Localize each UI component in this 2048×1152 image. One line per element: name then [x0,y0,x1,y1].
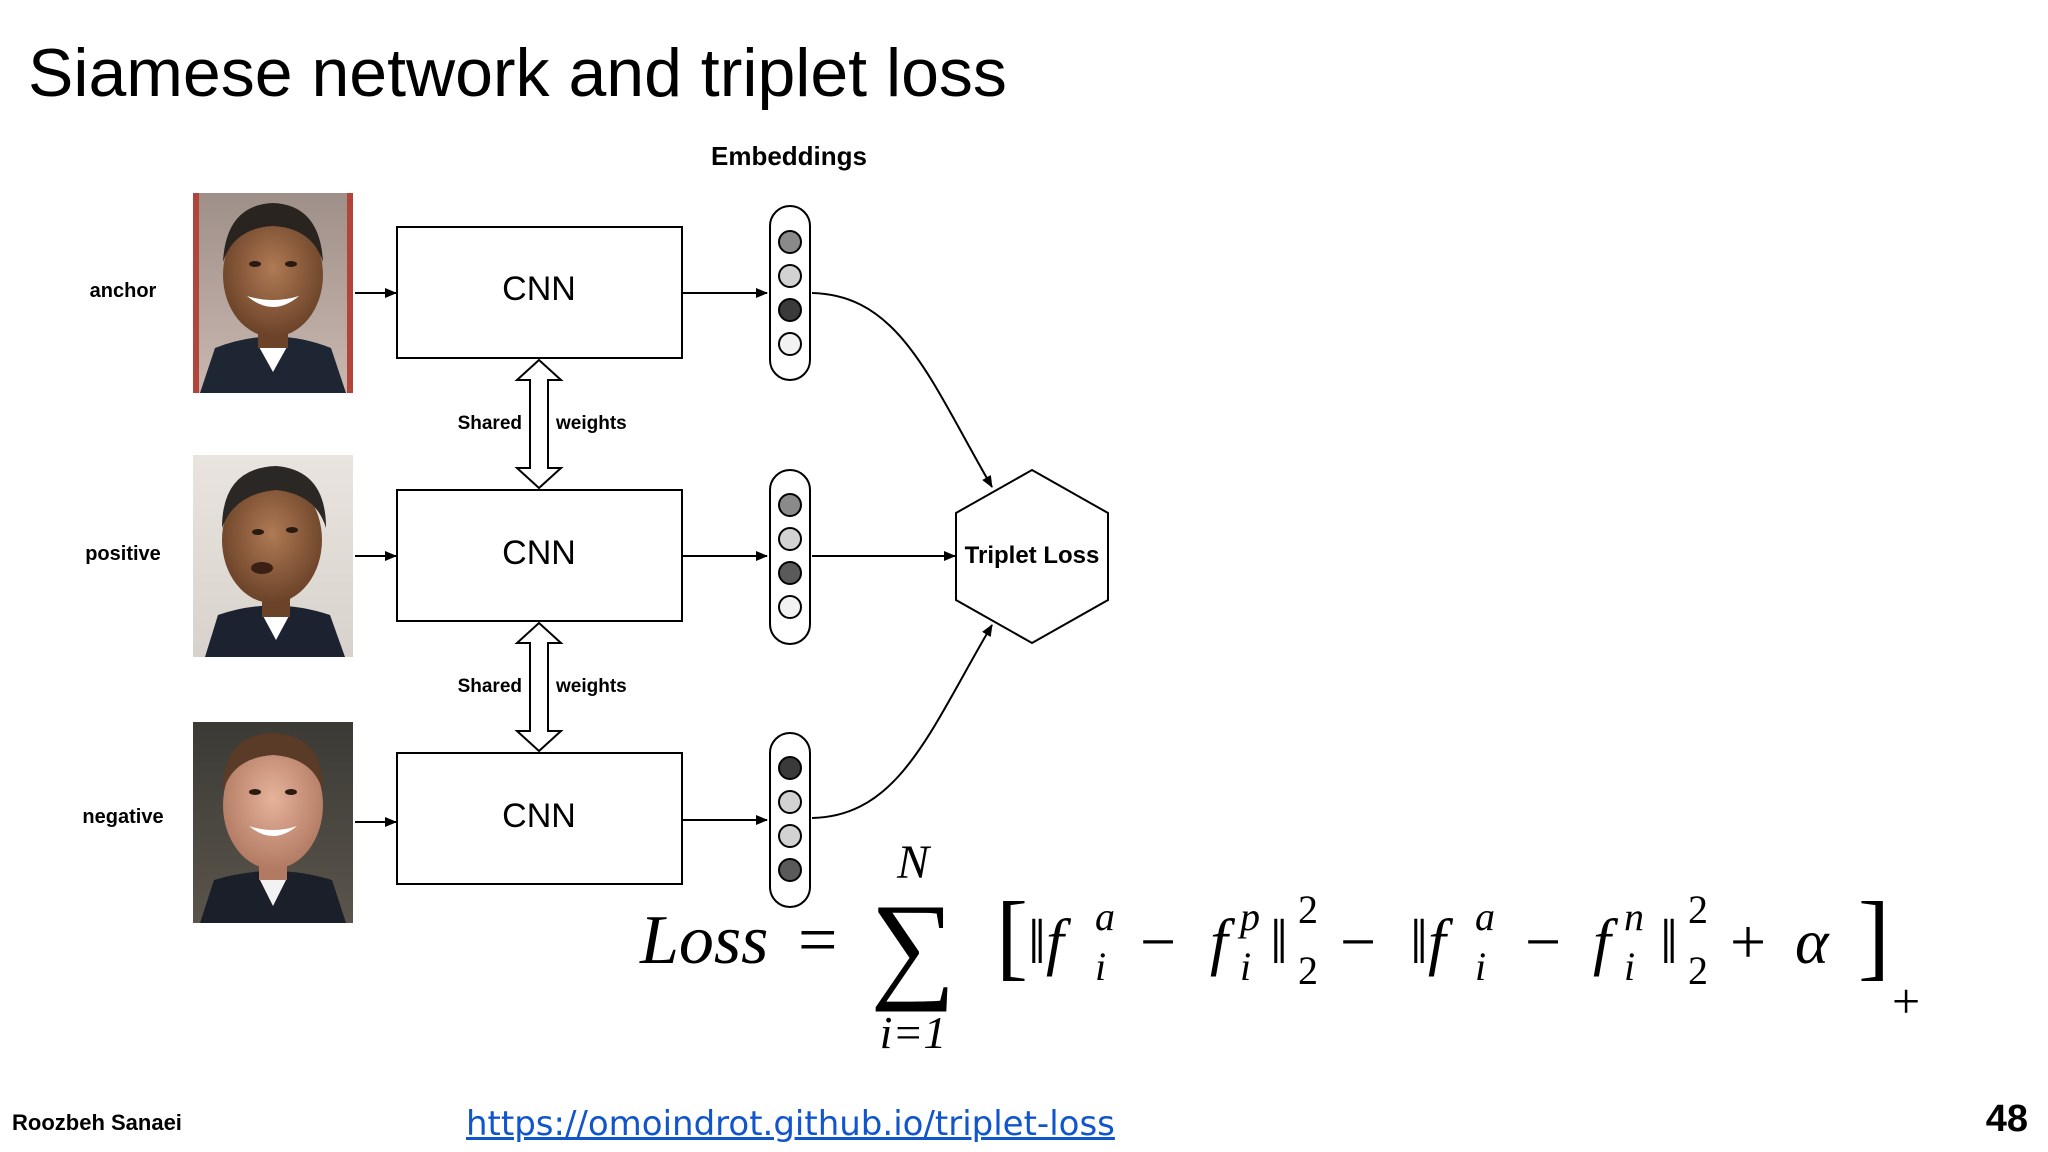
row-label-positive: positive [85,543,161,565]
embedding-dot [778,756,802,780]
formula-script: i [1095,944,1106,989]
formula-term: ‖ [1270,906,1288,977]
embeddings-title: Embeddings [711,141,867,171]
sum-upper-bound: N [896,838,932,889]
triplet-loss-formula: Loss = N ∑ i=1 [ ‖f a i − f p i ‖ 2 2 − … [639,838,1920,1058]
formula-equals: = [798,902,837,979]
formula-body: ] [1858,882,1890,989]
formula-term: f [1210,906,1236,977]
sum-lower-bound: i=1 [880,1007,947,1058]
formula-script: n [1624,894,1644,939]
formula-term: f [1593,906,1619,977]
formula-script: 2 [1298,948,1318,993]
triplet-loss-node: Triplet Loss [955,468,1109,645]
embedding-dot [778,824,802,848]
sum-symbol: ∑ [870,879,956,1012]
embedding-vector-positive [769,469,811,645]
formula-plus-subscript: + [1892,973,1920,1029]
formula-term: ‖f [1028,906,1072,977]
embedding-dot [778,595,802,619]
positive-photo [193,455,353,657]
embedding-dot [778,332,802,356]
embedding-vector-anchor [769,205,811,381]
negative-to-loss-arrow [811,624,993,819]
formula-term: ‖f [1410,906,1454,977]
cnn-box-negative: CNN [396,752,683,885]
embedding-dot [778,527,802,551]
formula-term: ‖ [1660,906,1678,977]
embedding-dot [778,230,802,254]
formula-script: i [1240,944,1251,989]
shared-weights-arrow [514,621,564,753]
footer-author: Roozbeh Sanaei [12,1110,182,1135]
formula-script: i [1624,944,1635,989]
formula-alpha: α [1795,906,1830,977]
formula-operator: − [1525,906,1561,977]
formula-operator: − [1340,906,1376,977]
formula-script: 2 [1688,948,1708,993]
embedding-dot [778,298,802,322]
formula-script: i [1475,944,1486,989]
shared-label: Shared [458,676,522,697]
embedding-dot [778,493,802,517]
formula-body: [ [996,882,1028,989]
embedding-dot [778,858,802,882]
shared-weights-arrow [514,358,564,490]
row-label-negative: negative [82,806,163,828]
cnn-label: CNN [502,534,576,572]
embedding-dot [778,561,802,585]
row-label-anchor: anchor [90,280,157,302]
formula-operator: + [1730,906,1766,977]
cnn-label: CNN [502,797,576,835]
source-link[interactable]: https://omoindrot.github.io/triplet-loss [466,1104,1115,1144]
formula-operator: − [1140,906,1176,977]
formula-script: 2 [1688,887,1708,932]
weights-label: weights [555,676,627,697]
anchor-photo [193,193,353,393]
slide-title: Siamese network and triplet loss [28,35,1007,111]
formula-script: p [1237,894,1260,939]
formula-script: 2 [1298,887,1318,932]
cnn-box-anchor: CNN [396,226,683,359]
negative-photo [193,722,353,923]
cnn-box-positive: CNN [396,489,683,622]
cnn-label: CNN [502,270,576,308]
triplet-loss-label: Triplet Loss [965,542,1100,569]
formula-lhs: Loss [639,902,768,979]
embedding-vector-negative [769,732,811,908]
shared-label: Shared [458,413,522,434]
formula-script: a [1095,894,1115,939]
formula-script: a [1475,894,1495,939]
page-number: 48 [1985,1098,2028,1140]
embedding-dot [778,790,802,814]
weights-label: weights [555,413,627,434]
embedding-dot [778,264,802,288]
anchor-to-loss-arrow [811,292,993,488]
